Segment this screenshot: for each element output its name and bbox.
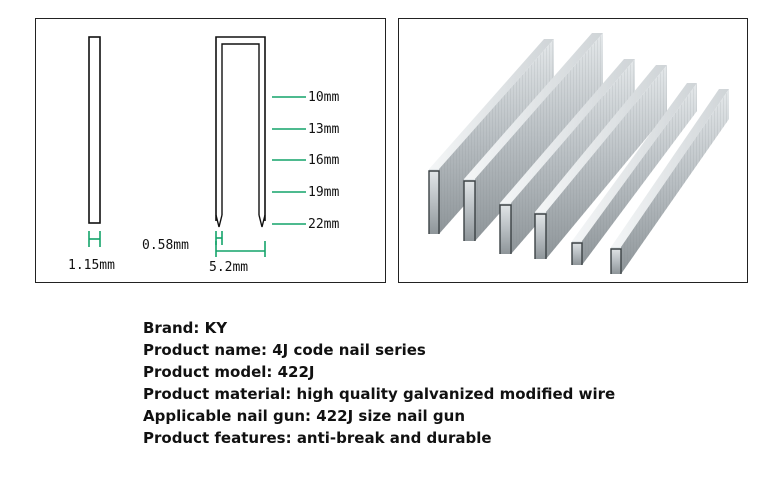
- wire-thickness-dimension: [215, 231, 223, 245]
- spec-value: high quality galvanized modified wire: [296, 385, 616, 403]
- spec-label: Product material:: [143, 385, 292, 403]
- staple-strip-4: [534, 65, 667, 259]
- spec-label: Brand:: [143, 319, 200, 337]
- strip-side-view: [88, 36, 101, 224]
- spec-value: 422J: [277, 363, 315, 381]
- spec-brand: Brand: KY: [143, 317, 615, 339]
- staple-strips-photo: [428, 33, 729, 274]
- crown-width-dimension: [215, 241, 266, 257]
- spec-applicable-nail-gun: Applicable nail gun: 422J size nail gun: [143, 405, 615, 427]
- length-label-4: 19mm: [308, 185, 339, 200]
- spec-value: 4J code nail series: [272, 341, 426, 359]
- staple-strip-2: [463, 33, 603, 241]
- product-photo-panel: [398, 18, 748, 283]
- spec-value: anti-break and durable: [296, 429, 492, 447]
- product-specs-list: Brand: KY Product name: 4J code nail ser…: [143, 317, 615, 449]
- length-label-3: 16mm: [308, 153, 339, 168]
- spec-label: Product name:: [143, 341, 267, 359]
- spec-label: Applicable nail gun:: [143, 407, 312, 425]
- length-label-1: 10mm: [308, 90, 339, 105]
- staple-strip-6: [610, 89, 729, 274]
- spec-label: Product model:: [143, 363, 273, 381]
- crown-width-label: 5.2mm: [209, 260, 248, 275]
- spec-product-name: Product name: 4J code nail series: [143, 339, 615, 361]
- dimension-diagram-panel: 1.15mm 0.58mm 5.2mm 10mm: [35, 18, 386, 283]
- strip-thickness-label: 1.15mm: [68, 258, 115, 273]
- spec-product-features: Product features: anti-break and durable: [143, 427, 615, 449]
- right-leg-point: [258, 214, 266, 228]
- staple-dimension-diagram: 1.15mm 0.58mm 5.2mm 10mm: [68, 36, 339, 275]
- spec-product-material: Product material: high quality galvanize…: [143, 383, 615, 405]
- staple-strip-5: [571, 83, 697, 265]
- length-label-2: 13mm: [308, 122, 339, 137]
- spec-value: KY: [204, 319, 228, 337]
- spec-label: Product features:: [143, 429, 292, 447]
- staple-inner-outline: [221, 43, 260, 215]
- strip-thickness-dimension: [88, 231, 101, 247]
- length-markers: [272, 96, 306, 225]
- spec-value: 422J size nail gun: [316, 407, 466, 425]
- wire-thickness-label: 0.58mm: [142, 238, 189, 253]
- length-label-5: 22mm: [308, 217, 339, 232]
- staple-outer-outline: [215, 36, 266, 221]
- spec-product-model: Product model: 422J: [143, 361, 615, 383]
- left-leg-point: [215, 214, 223, 228]
